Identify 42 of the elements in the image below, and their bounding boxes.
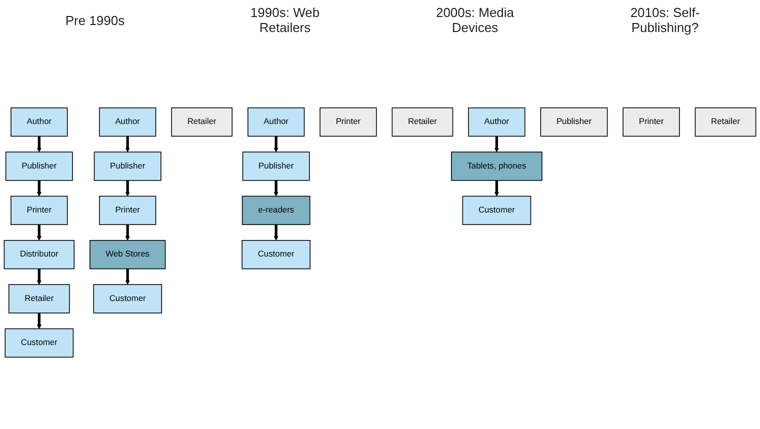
arrow	[125, 224, 130, 241]
node-box: Author	[248, 107, 305, 137]
node-box: e-readers	[242, 196, 310, 225]
arrow	[494, 136, 500, 152]
node-box: Author	[99, 107, 156, 137]
node-box: Printer	[10, 196, 68, 225]
arrow	[36, 268, 42, 285]
node-box: Author	[10, 107, 68, 137]
arrow	[125, 136, 130, 152]
arrow	[125, 268, 130, 285]
node-box: Retailer	[171, 107, 233, 137]
column-heading: 2000s: Media Devices	[434, 5, 516, 35]
arrow	[125, 180, 130, 196]
column-heading: 2010s: Self-Publishing?	[629, 5, 701, 35]
arrow	[274, 136, 278, 152]
node-box: Publisher	[5, 152, 73, 181]
arrow	[36, 180, 42, 196]
node-box: Publisher	[94, 152, 162, 181]
node-box: Printer	[622, 107, 680, 137]
node-box: Customer	[462, 196, 532, 225]
node-box: Customer	[4, 328, 74, 358]
node-box: Retailer	[392, 107, 454, 137]
arrow	[36, 224, 42, 241]
column-heading: Pre 1990s	[64, 12, 126, 28]
node-box: Retailer	[694, 107, 756, 137]
arrow	[494, 180, 500, 196]
column-heading: 1990s: Web Retailers	[249, 5, 321, 35]
node-box: Author	[468, 107, 526, 137]
arrow	[36, 136, 42, 152]
arrow	[274, 180, 278, 196]
node-box: Web Stores	[90, 240, 166, 270]
node-box: Customer	[242, 240, 310, 270]
node-box: Retailer	[8, 284, 70, 314]
node-box: Tablets, phones	[451, 152, 542, 181]
node-box: Publisher	[540, 107, 608, 137]
node-box: Publisher	[242, 152, 310, 181]
arrow	[274, 224, 278, 241]
node-box: Distributor	[4, 240, 75, 270]
arrow	[36, 312, 42, 329]
node-box: Customer	[93, 284, 162, 314]
node-box: Printer	[99, 196, 156, 225]
node-box: Printer	[320, 107, 377, 137]
